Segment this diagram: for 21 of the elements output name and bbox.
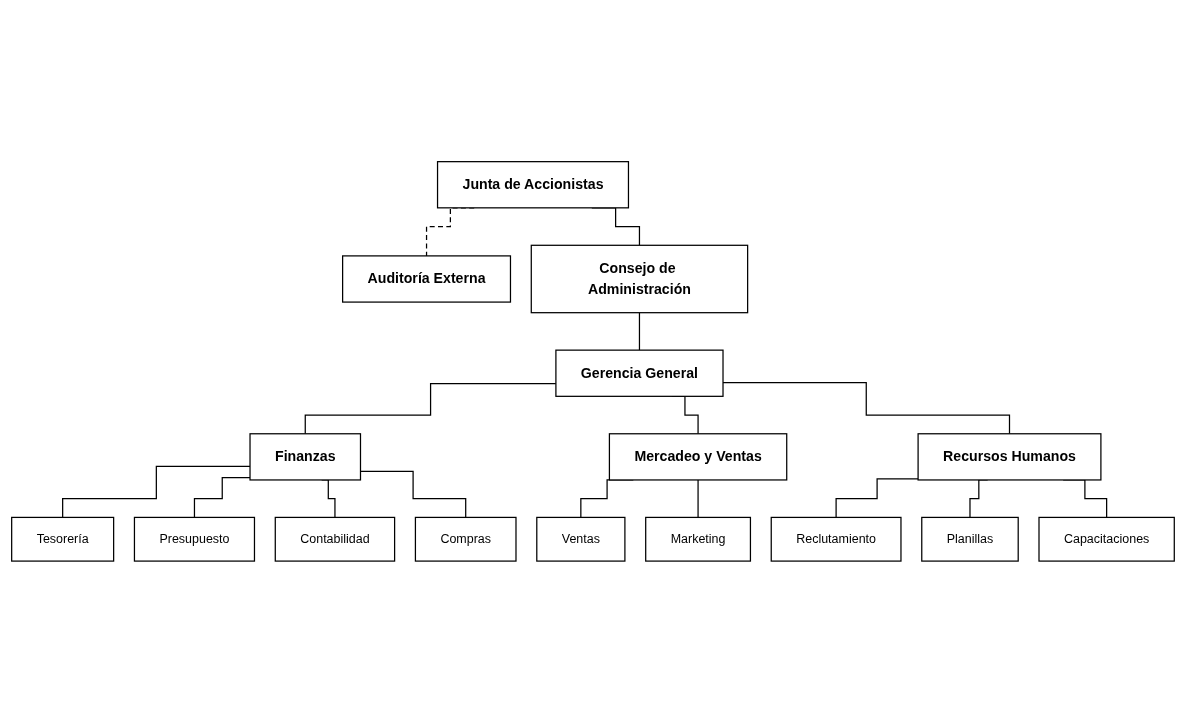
node-box: Reclutamiento [770,516,902,562]
node-box: Marketing [645,516,752,562]
node-box: Compras [414,516,517,562]
node-box: Tesorería [11,516,115,562]
node-box: Planillas [921,516,1019,562]
node-box: Auditoría Externa [342,255,512,303]
node-box: Presupuesto [133,516,256,562]
connector [62,465,251,519]
node-box: Gerencia General [555,349,724,398]
connector [638,312,641,351]
connector [193,477,251,519]
node-box: Ventas [536,516,626,562]
connector [697,479,699,519]
connector [835,478,919,519]
node-box: Finanzas [249,433,362,481]
node-box: Consejo de Administración [530,244,749,314]
node-box: Junta de Accionistas [436,161,630,209]
node-box: Mercadeo y Ventas [608,433,788,481]
node-box: Capacitaciones [1038,516,1175,562]
node-box: Contabilidad [274,516,396,562]
node-box: Recursos Humanos [917,433,1102,481]
